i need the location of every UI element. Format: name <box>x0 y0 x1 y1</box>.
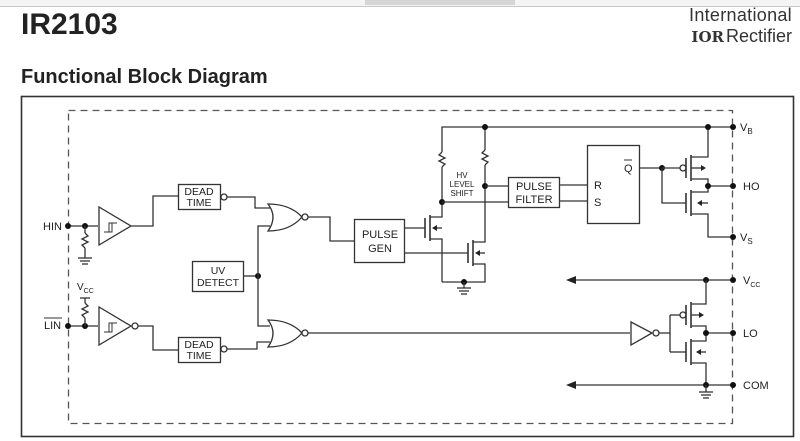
inverter-icon <box>630 320 654 347</box>
level-shift-mosfets <box>404 124 708 295</box>
schmitt-trigger-buffer-icon <box>98 205 133 247</box>
pulse-filter-label: FILTER <box>515 194 552 206</box>
ground-icon <box>699 391 713 399</box>
part-number-title: IR2103 <box>21 8 118 41</box>
arrow-icon <box>432 225 437 231</box>
inverting-bubble <box>220 345 228 353</box>
pin-label-vb: VB <box>740 122 753 136</box>
ho-output-stage <box>679 124 733 238</box>
package-boundary <box>67 109 734 425</box>
inverting-bubble <box>301 213 309 221</box>
uv-detect-label: DETECT <box>197 277 240 289</box>
arrow-icon <box>696 349 701 355</box>
hv-level-shift-label: HV <box>456 171 468 180</box>
junction-dot <box>705 124 711 130</box>
inverting-bubble <box>131 322 139 330</box>
dead-time-high-label: TIME <box>186 197 211 209</box>
ground-icon <box>78 257 92 265</box>
latch-r-label: R <box>594 180 602 192</box>
arrow-icon <box>475 250 480 256</box>
pin-label-ho: HO <box>743 181 760 193</box>
pin-ho-dot <box>730 183 736 189</box>
ground-icon <box>457 287 471 295</box>
inverting-bubble <box>301 329 309 337</box>
lin-input-path: LIN VCC DEAD TIME <box>44 282 270 364</box>
nor-gate-high-icon <box>266 203 303 232</box>
diagram-frame <box>20 95 795 438</box>
inverting-bubble <box>652 329 660 337</box>
pin-label-lo: LO <box>743 328 758 340</box>
resistor-icon <box>480 149 490 166</box>
pin-label-vs: VS <box>740 232 753 246</box>
pulse-filter-block <box>507 176 561 209</box>
pin-label-lin: LIN <box>44 320 61 332</box>
junction-dot <box>705 183 711 189</box>
hin-input-path: HIN DEAD TIME <box>43 183 270 265</box>
section-title: Functional Block Diagram <box>21 66 268 88</box>
pulse-gen-block <box>353 218 406 264</box>
latch-qbar-label: Q <box>624 163 633 175</box>
pulse-gen-label: GEN <box>368 243 392 255</box>
dead-time-high-label: DEAD <box>184 186 214 198</box>
dead-time-low-label: TIME <box>186 350 211 362</box>
junction-dot <box>703 330 709 336</box>
arrow-left-icon <box>566 276 576 284</box>
pin-label-vcc: VCC <box>743 275 760 289</box>
hv-level-shift-label: LEVEL <box>450 180 475 189</box>
schmitt-trigger-inverter-icon <box>98 305 133 347</box>
arrow-left-icon <box>566 381 576 389</box>
junction-dot <box>65 323 71 329</box>
latch-s-label: S <box>594 197 601 209</box>
junction-dot <box>65 223 71 229</box>
scrollbar-thumb[interactable] <box>365 0 515 5</box>
pin-com-dot <box>730 382 736 388</box>
lo-output-stage <box>670 280 733 385</box>
pin-label-hin: HIN <box>43 221 62 233</box>
uv-detect-label: UV <box>211 265 226 277</box>
pin-vcc-dot <box>730 277 736 283</box>
arrow-icon <box>701 165 706 171</box>
inverting-bubble <box>679 164 687 172</box>
nor-gate-low-icon <box>266 319 303 348</box>
junction-dot <box>482 124 488 130</box>
ior-logo-mark: IOR <box>691 28 724 46</box>
viewer-scrollbar[interactable] <box>0 0 800 7</box>
resistor-icon <box>80 232 90 249</box>
pulse-gen-label: PULSE <box>362 229 398 241</box>
pin-lo-dot <box>730 330 736 336</box>
logo-line-1: International <box>689 5 792 25</box>
hv-level-shift-label: SHIFT <box>450 189 473 198</box>
resistor-icon <box>437 151 447 168</box>
resistor-icon <box>80 302 90 319</box>
pin-vb-dot <box>730 124 736 130</box>
inverting-bubble <box>679 311 687 319</box>
arrow-icon <box>697 200 702 206</box>
logo-word-rectifier: Rectifier <box>725 26 792 46</box>
rs-latch-block <box>586 144 641 225</box>
pin-label-com: COM <box>743 380 769 392</box>
pin-vs-dot <box>730 234 736 240</box>
arrow-icon <box>699 312 704 318</box>
dead-time-low-label: DEAD <box>184 339 214 351</box>
inverting-bubble <box>220 193 228 201</box>
uv-detect-path: UV DETECT <box>191 225 270 327</box>
pulse-filter-label: PULSE <box>516 181 552 193</box>
internal-vcc-label: VCC <box>77 282 94 295</box>
